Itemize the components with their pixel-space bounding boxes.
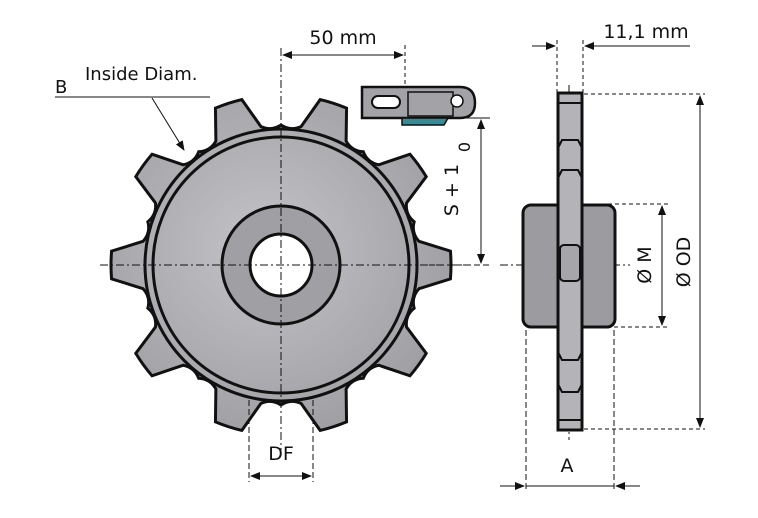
b-label: B (55, 77, 67, 98)
a-dimension: A (500, 330, 640, 492)
diameter-dimensions: Ø OD Ø M (584, 93, 705, 430)
od-label: Ø OD (673, 237, 695, 288)
a-label: A (561, 455, 574, 477)
s-label: S + 1 (441, 164, 463, 216)
inside-diam-label: Inside Diam. (85, 64, 197, 85)
sprocket-side-view (521, 91, 617, 432)
thickness-dimension: 11,1 mm (532, 21, 690, 92)
df-dimension: DF (248, 400, 314, 482)
inside-diameter-callout: Inside Diam. B (55, 64, 210, 151)
df-label: DF (268, 443, 294, 465)
s-dimension: S + 1 0 (420, 119, 490, 266)
thickness-label: 11,1 mm (603, 21, 688, 43)
s-tolerance: 0 (455, 142, 474, 152)
pitch-label: 50 mm (309, 27, 376, 49)
m-label: Ø M (634, 246, 656, 283)
chain-link (360, 85, 490, 126)
